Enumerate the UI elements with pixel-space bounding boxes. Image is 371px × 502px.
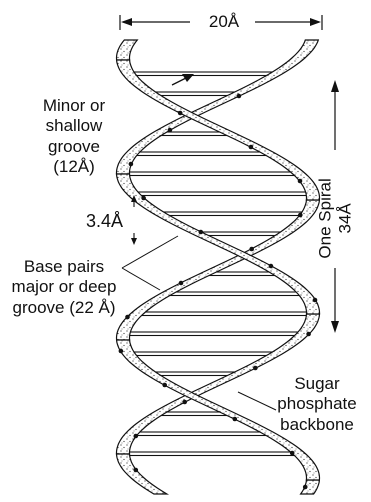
phosphate-dot — [237, 94, 242, 99]
phosphate-dot — [129, 162, 134, 167]
minor-groove-line-2: shallow — [28, 116, 120, 136]
phosphate-dot — [313, 298, 318, 303]
phosphate-dot — [179, 281, 184, 286]
base-pair-rung — [152, 372, 237, 376]
base-pair-rung — [129, 352, 276, 356]
base-pair-rung — [123, 332, 302, 336]
backbone-strand-segment — [117, 454, 167, 494]
base-pairs-label: Base pairs major or deep groove (22 Å) — [2, 257, 126, 318]
phosphate-dot — [134, 468, 139, 473]
phosphate-dot — [134, 434, 139, 439]
base-pairs-leaders — [122, 236, 178, 290]
phosphate-dot — [162, 383, 167, 388]
rise-label: 3.4Å — [86, 211, 123, 233]
backbone-line-3: backbone — [264, 415, 370, 435]
minor-groove-label: Minor or shallow groove (12Å) — [28, 96, 120, 178]
phosphate-dot — [253, 366, 258, 371]
backbone-line-2: phosphate — [264, 394, 370, 414]
phosphate-dot — [249, 145, 254, 150]
base-pair-rung — [160, 212, 307, 216]
backbone-line-1: Sugar — [264, 374, 370, 394]
phosphate-dot — [303, 485, 308, 490]
one-spiral-text: One Spiral — [316, 160, 336, 276]
phosphate-dot — [199, 230, 204, 235]
phosphate-dot — [168, 128, 173, 133]
base-pair-rung — [129, 72, 276, 76]
base-pair-rung — [137, 312, 313, 316]
phosphate-dot — [306, 332, 311, 337]
base-pair-rung — [166, 292, 305, 296]
backbone-label: Sugar phosphate backbone — [264, 374, 370, 435]
major-groove-line-1: major or deep — [2, 277, 126, 297]
spiral-length-text: 34Å — [336, 160, 356, 276]
base-pair-rung — [123, 172, 299, 176]
base-pair-rung — [132, 432, 271, 436]
phosphate-dot — [298, 213, 303, 218]
phosphate-dot — [298, 179, 303, 184]
base-pair-rung — [132, 152, 271, 156]
phosphate-dot — [233, 417, 238, 422]
minor-groove-line-3: groove — [28, 137, 120, 157]
phosphate-dot — [178, 111, 183, 116]
one-spiral-label: One Spiral 34Å — [316, 160, 357, 276]
backbone-strand-segment — [117, 200, 320, 340]
width-label: 20Å — [196, 12, 252, 32]
base-pair-rung — [123, 452, 299, 456]
backbone-strand-segment — [117, 40, 138, 60]
base-pair-rung — [133, 192, 312, 196]
base-pair-rung — [152, 92, 237, 96]
base-pair-rung — [199, 232, 284, 236]
phosphate-dot — [119, 349, 124, 354]
phosphate-dot — [269, 264, 274, 269]
major-groove-line-2: groove (22 Å) — [2, 298, 126, 318]
base-pairs-text: Base pairs — [2, 257, 126, 277]
phosphate-dot — [290, 451, 295, 456]
minor-groove-line-4: (12Å) — [28, 157, 120, 177]
phosphate-dot — [141, 196, 146, 201]
phosphate-dot — [249, 247, 254, 252]
phosphate-dot — [182, 400, 187, 405]
backbone-strand-segment — [117, 60, 320, 200]
minor-groove-line-1: Minor or — [28, 96, 120, 116]
